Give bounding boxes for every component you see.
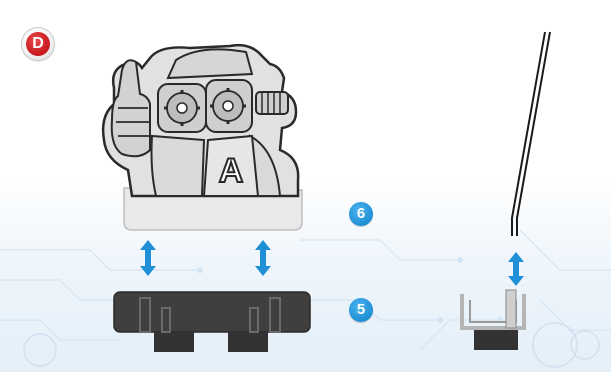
double-arrow-icon	[255, 240, 271, 276]
robot-letter: A	[219, 152, 244, 190]
callout-number-6: 6	[349, 202, 373, 226]
robot-figure-icon: A	[101, 43, 303, 231]
rod-holder-icon	[460, 289, 526, 350]
double-arrow-icon	[140, 240, 156, 276]
rod-icon	[511, 31, 551, 236]
step-badge: D	[22, 28, 54, 60]
double-arrow-icon	[508, 252, 524, 286]
base-piece-icon	[113, 291, 311, 352]
callout-number-5: 5	[349, 298, 373, 322]
step-badge-label: D	[26, 32, 50, 56]
